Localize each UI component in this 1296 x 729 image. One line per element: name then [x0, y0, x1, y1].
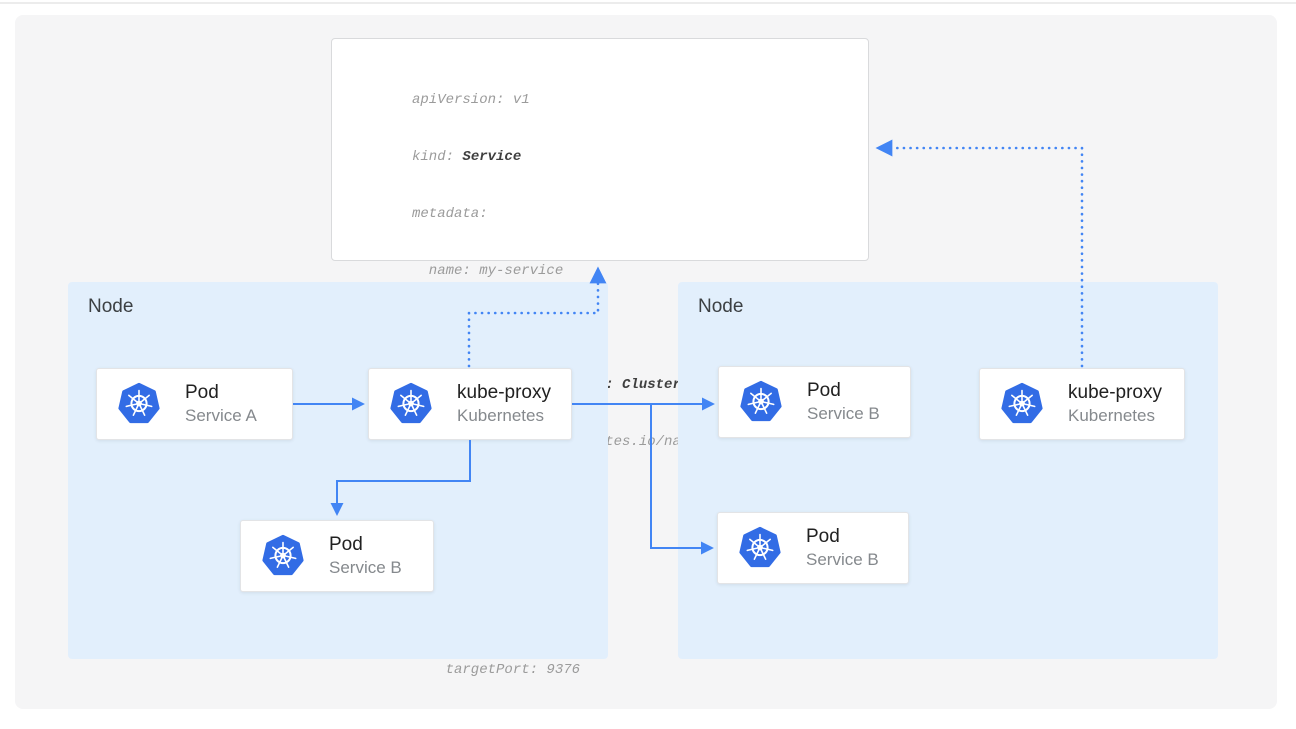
- card-title: Pod: [806, 526, 840, 547]
- node-left: Node Pod Service A kube-proxy Kubernetes…: [68, 282, 608, 659]
- card-title: Pod: [185, 382, 219, 403]
- card-title: kube-proxy: [1068, 382, 1162, 403]
- card-subtitle: Service B: [806, 550, 879, 569]
- pod-card-service-a: Pod Service A: [96, 368, 293, 440]
- kubernetes-helm-icon: [262, 534, 304, 576]
- pod-card-service-b-right-bottom: Pod Service B: [717, 512, 909, 584]
- card-subtitle: Service A: [185, 406, 257, 425]
- card-subtitle: Service B: [807, 404, 880, 423]
- card-text: Pod Service B: [329, 533, 402, 579]
- service-yaml-manifest: apiVersion: v1 kind: Service metadata: n…: [331, 38, 869, 678]
- card-text: Pod Service B: [807, 379, 880, 425]
- card-text: Pod Service A: [185, 381, 257, 427]
- card-subtitle: Kubernetes: [1068, 406, 1155, 425]
- card-subtitle: Kubernetes: [457, 406, 544, 425]
- card-title: kube-proxy: [457, 382, 551, 403]
- node-label: Node: [698, 296, 744, 317]
- pod-card-service-b-left: Pod Service B: [240, 520, 434, 592]
- kubernetes-helm-icon: [740, 380, 782, 422]
- card-title: Pod: [329, 534, 363, 555]
- yaml-line: targetPort: 9376: [412, 662, 581, 678]
- kubernetes-helm-icon: [390, 382, 432, 424]
- yaml-line: apiVersion: v1: [412, 92, 530, 108]
- kubernetes-helm-icon: [1001, 382, 1043, 424]
- kubernetes-helm-icon: [739, 526, 781, 568]
- node-label: Node: [88, 296, 134, 317]
- kube-proxy-card-right: kube-proxy Kubernetes: [979, 368, 1185, 440]
- card-text: kube-proxy Kubernetes: [457, 381, 551, 427]
- yaml-line: name: my-service: [412, 263, 564, 279]
- kubernetes-helm-icon: [118, 382, 160, 424]
- page-divider-line: [0, 2, 1296, 4]
- kube-proxy-card-left: kube-proxy Kubernetes: [368, 368, 572, 440]
- card-text: kube-proxy Kubernetes: [1068, 381, 1162, 427]
- node-right: Node Pod Service B kube-proxy Kubernetes…: [678, 282, 1218, 659]
- card-subtitle: Service B: [329, 558, 402, 577]
- pod-card-service-b-right-top: Pod Service B: [718, 366, 911, 438]
- yaml-line: metadata:: [412, 206, 488, 222]
- yaml-line: kind: Service: [412, 149, 522, 165]
- card-text: Pod Service B: [806, 525, 879, 571]
- card-title: Pod: [807, 380, 841, 401]
